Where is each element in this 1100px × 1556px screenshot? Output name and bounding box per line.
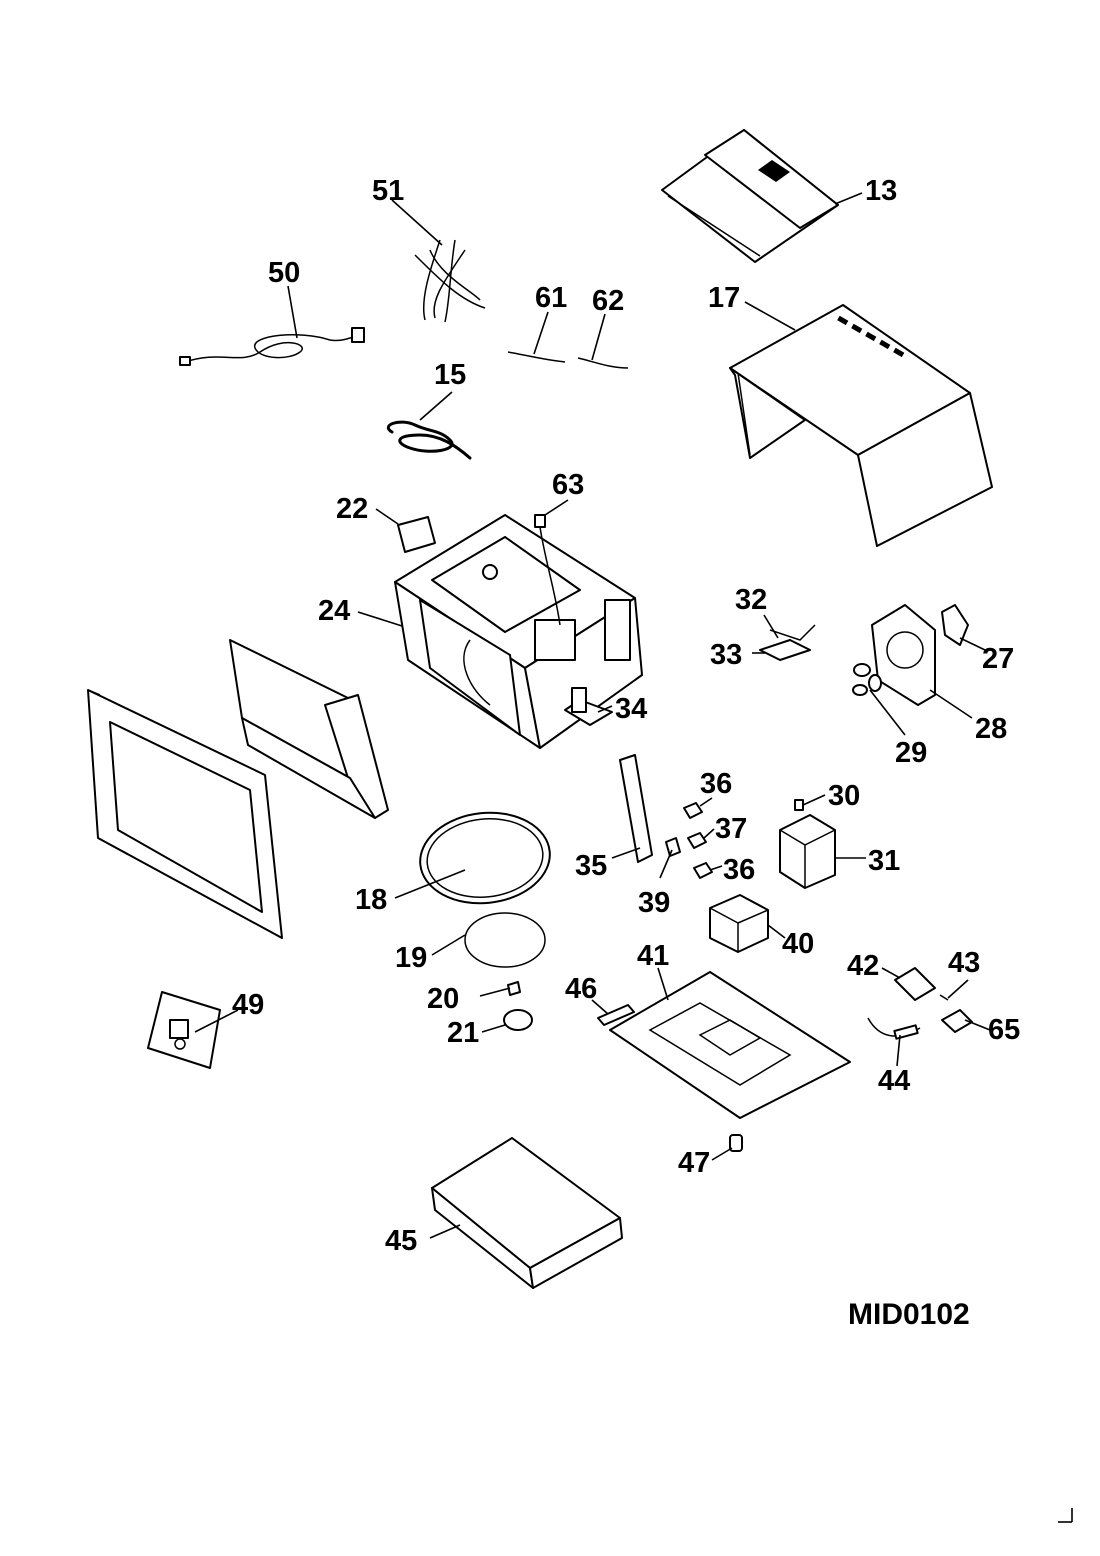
part-28-fan-bracket (871, 604, 936, 706)
part-20-coupler (507, 981, 521, 996)
corner-crop-mark (1058, 1508, 1073, 1523)
callout-34: 34 (615, 693, 647, 725)
callout-35: 35 (575, 850, 607, 882)
callout-28: 28 (975, 713, 1007, 745)
callout-39: 39 (638, 887, 670, 919)
callout-36-upper: 36 (700, 768, 732, 800)
callout-45: 45 (385, 1225, 417, 1257)
callout-42: 42 (847, 950, 879, 982)
part-22-waveguide-cover (397, 516, 436, 553)
callout-24: 24 (318, 595, 350, 627)
callout-30: 30 (828, 780, 860, 812)
callout-50: 50 (268, 257, 300, 289)
vent-slots (837, 315, 905, 358)
diagram-code: MID0102 (848, 1298, 970, 1331)
part-15-heater-element (386, 420, 472, 460)
callout-27: 27 (982, 643, 1014, 675)
part-50-power-cord (179, 327, 365, 366)
part-62-wire (577, 357, 629, 369)
callout-22: 22 (336, 493, 368, 525)
callout-37: 37 (715, 813, 747, 845)
callout-31: 31 (868, 845, 900, 877)
door-panel (229, 639, 389, 819)
part-27-fan-motor (941, 604, 969, 646)
callout-40: 40 (782, 928, 814, 960)
callout-32: 32 (735, 584, 767, 616)
part-32-thermostat-wire (769, 624, 816, 641)
part-46-bracket (597, 1004, 635, 1026)
callout-labels: 13 15 17 18 19 20 21 22 24 27 28 29 30 3… (232, 175, 1020, 1257)
part-43-diode (939, 994, 949, 1001)
callout-15: 15 (434, 359, 466, 391)
part-42-capacitor (894, 967, 936, 1001)
callout-62: 62 (592, 285, 624, 317)
leader-lines (194, 192, 991, 1239)
part-30-fuse (794, 799, 804, 811)
part-13-top-cover (661, 129, 839, 263)
callout-33: 33 (710, 639, 742, 671)
part-41-base-plate (609, 971, 851, 1119)
callout-51: 51 (372, 175, 404, 207)
part-18-glass-tray (419, 811, 551, 905)
door-outer-frame (87, 689, 283, 939)
callout-44: 44 (878, 1065, 910, 1097)
part-36-microswitch-lower (693, 862, 713, 879)
callout-63: 63 (552, 469, 584, 501)
part-29-fan-blade (852, 663, 882, 696)
callout-36-lower: 36 (723, 854, 755, 886)
callout-18: 18 (355, 884, 387, 916)
callout-61: 61 (535, 282, 567, 314)
callout-20: 20 (427, 983, 459, 1015)
part-34-motor-support (564, 687, 613, 726)
callout-65: 65 (988, 1014, 1020, 1046)
part-51-wire-bundle (414, 239, 486, 323)
part-49-latch-plate (147, 991, 221, 1069)
part-63-sensor (534, 514, 561, 626)
callout-43: 43 (948, 947, 980, 979)
part-61-wire (507, 351, 566, 363)
part-36-microswitch-upper (683, 802, 703, 819)
part-21-turntable-motor (503, 1009, 533, 1031)
part-39-switch-lever (665, 837, 681, 857)
part-47-foot (729, 1134, 743, 1152)
part-31-transformer (779, 814, 836, 889)
part-45-drip-tray (431, 1137, 623, 1289)
part-24-oven-cavity (394, 514, 643, 749)
part-35-interlock-bracket (619, 754, 653, 863)
part-40-magnetron (709, 894, 769, 953)
callout-29: 29 (895, 737, 927, 769)
callout-46: 46 (565, 973, 597, 1005)
callout-49: 49 (232, 989, 264, 1021)
callout-13: 13 (865, 175, 897, 207)
callout-21: 21 (447, 1017, 479, 1049)
callout-17: 17 (708, 282, 740, 314)
part-17-outer-cabinet (729, 304, 993, 547)
callout-19: 19 (395, 942, 427, 974)
part-37-microswitch (687, 832, 707, 849)
callout-41: 41 (637, 940, 669, 972)
part-33-thermostat-bracket (759, 639, 811, 661)
callout-47: 47 (678, 1147, 710, 1179)
part-44-hv-wire (867, 1017, 921, 1040)
part-19-roller-ring (464, 912, 546, 968)
